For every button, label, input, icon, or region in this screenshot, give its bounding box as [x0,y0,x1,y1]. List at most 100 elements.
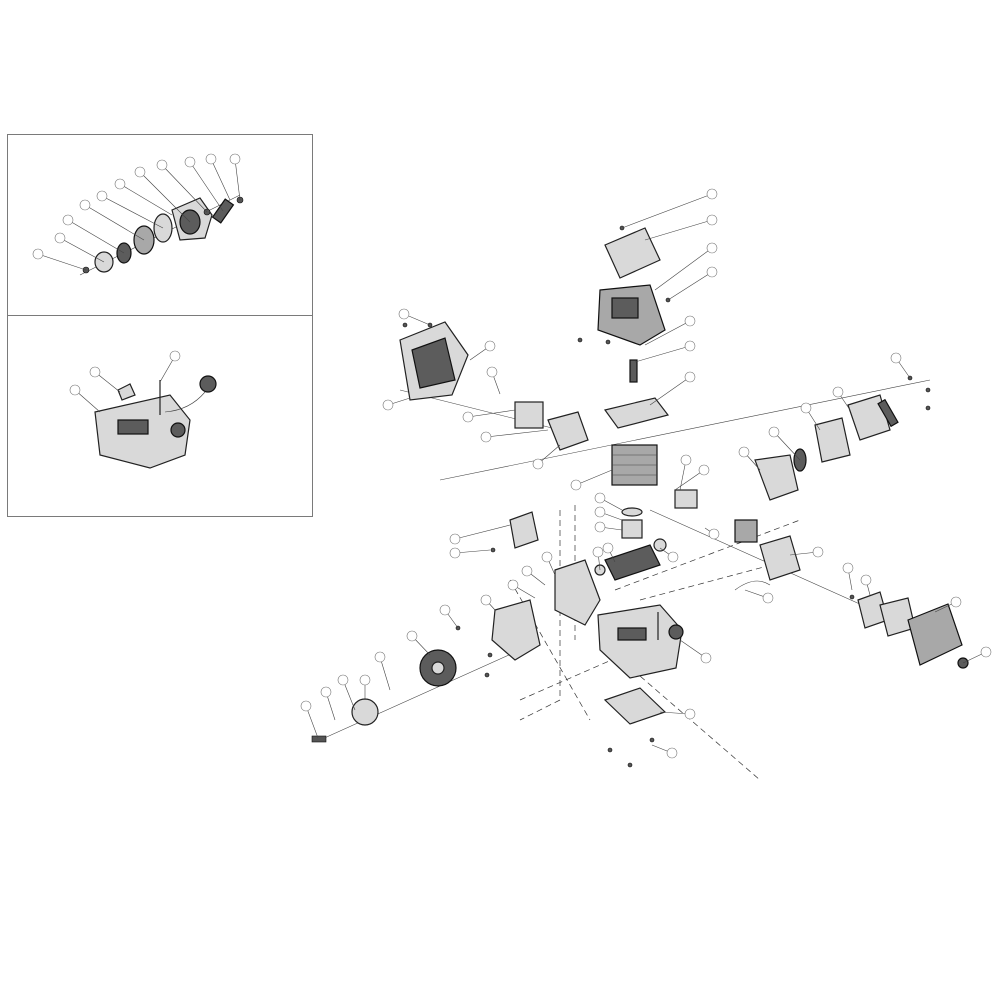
callout-bubble [449,533,461,545]
air-filter-cover [907,603,963,666]
callout-leader [773,431,801,461]
callout-bubble [439,604,451,616]
callout-bubble [738,446,750,458]
callout-bubble [79,199,91,211]
callout-leader [575,469,613,486]
muffler-gasket [514,401,544,429]
callout-bubble [337,674,349,686]
callout-bubble [32,248,44,260]
callout-bubble [184,156,196,168]
crankcase-right [754,454,799,501]
bearing-right [653,538,667,552]
callout-leader [67,219,125,254]
callout-leader [644,320,691,346]
callout-bubble [169,350,181,362]
callout-leader [101,195,164,229]
heat-shield [603,397,670,429]
callout-leader [667,271,713,301]
recoil-starter-assembly [79,194,244,276]
throttle-handle [877,398,899,428]
callout-bubble [812,546,824,558]
callout-bubble [602,542,614,554]
crankshaft [604,544,661,581]
callout-bubble [706,188,718,200]
callout-bubble [762,592,774,604]
callout-bubble [96,190,108,202]
callout-bubble [768,426,780,438]
callout-leader [189,161,224,212]
callout-bubble [521,565,533,577]
ignition-coil [509,511,539,549]
callout-bubble [480,594,492,606]
callout-bubble [89,366,101,378]
callout-bubble [54,232,66,244]
callout-bubble [532,458,544,470]
callout-bubble [374,651,386,663]
callout-leader [621,193,713,229]
callout-leader [467,409,516,418]
callout-bubble [860,574,872,586]
fuel-return-line [164,391,206,413]
callout-bubble [507,579,519,591]
top-cover [604,227,661,279]
callout-bubble [594,506,606,518]
callout-leader [161,164,208,213]
fuel-tank-cap [668,624,684,640]
callout-bubbles [32,153,992,759]
callout-bubble [667,551,679,563]
air-filter-element [879,597,916,637]
clutch-bolt [311,735,327,743]
callout-leader [454,524,511,540]
callout-leader [379,656,391,691]
callout-bubble [700,652,712,664]
callout-leader [485,429,549,438]
callout-bubble [570,479,582,491]
callout-bubble [698,464,710,476]
callout-bubble [406,630,418,642]
callout-bubble [950,596,962,608]
callout-bubble [706,242,718,254]
callout-bubble [680,454,692,466]
callout-leader [649,376,691,406]
callout-bubble [800,402,812,414]
callout-leader [634,345,691,363]
clutch-drum [351,698,379,726]
carburetor [734,519,758,543]
callout-bubble [684,371,696,383]
callout-bubble [592,546,604,558]
callout-bubble [134,166,146,178]
muffler-guard-grille [411,337,456,389]
callout-leader [654,247,713,291]
callout-leader [119,183,173,216]
callout-bubble [890,352,902,364]
callout-bubble [359,674,371,686]
callout-bubble [842,562,854,574]
callout-leader [139,171,191,223]
spark-plug [629,359,638,383]
callout-bubble [480,431,492,443]
callout-leader [59,237,105,263]
shroud-opening [611,297,639,319]
callout-bubble [594,521,606,533]
callout-bubble [114,178,126,190]
callout-bubble [449,547,461,559]
crankcase-left [554,559,601,626]
callout-leader [94,371,121,393]
piston-ring [621,507,643,517]
callout-bubble [980,646,992,658]
air-filter-base [759,535,801,581]
callout-bubble [382,399,394,411]
callout-leader [210,158,231,201]
callout-bubble [684,340,696,352]
fuel-tank-assembly [94,375,217,469]
muffler [547,411,589,451]
fuel-tank-badge [617,627,647,641]
callout-leader [74,389,101,413]
callout-bubble [156,159,168,171]
callout-leader [644,219,713,241]
mounting-plate [603,687,667,725]
choke-cable [734,580,771,591]
callout-leader [37,253,87,271]
fan-housing [491,599,541,661]
